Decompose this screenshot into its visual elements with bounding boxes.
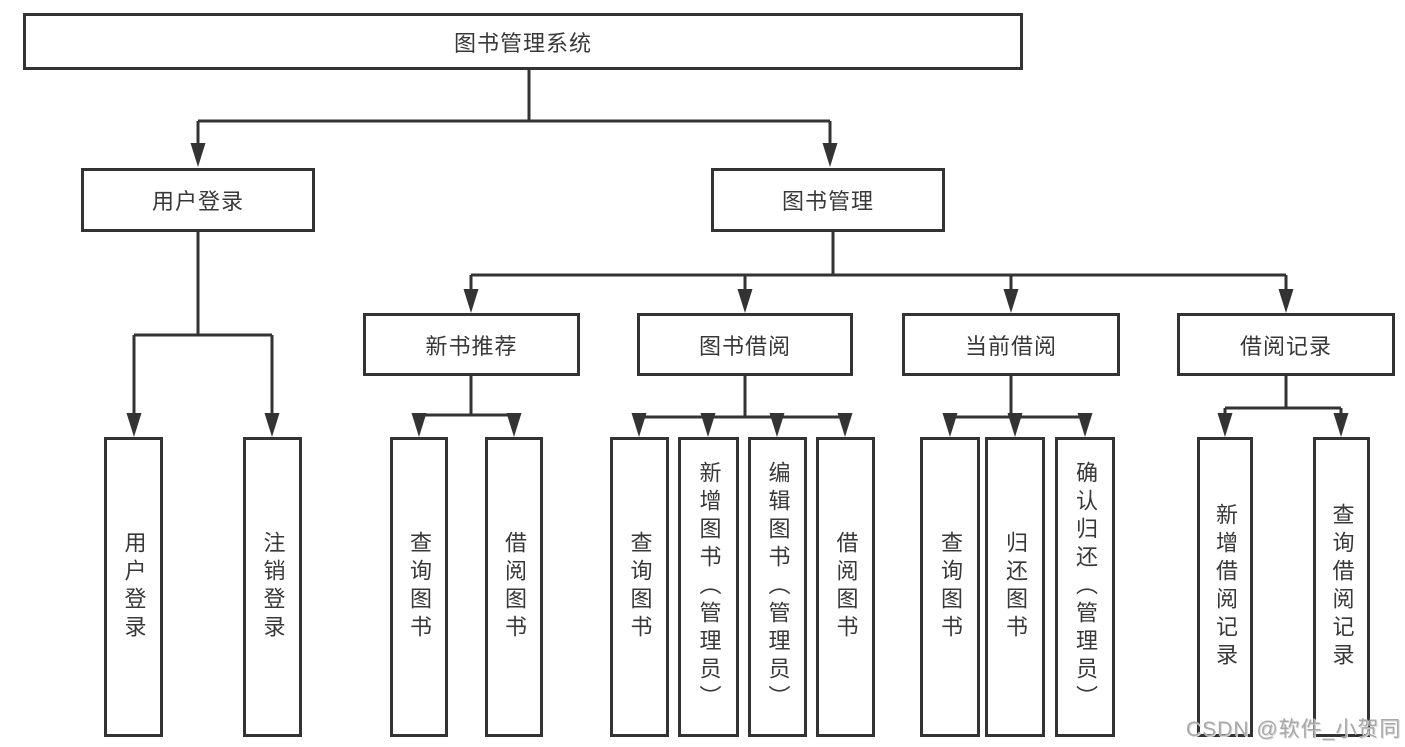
node-book-management: 图书管理 — [711, 168, 945, 232]
node-book-borrow-label: 图书借阅 — [698, 333, 791, 359]
leaf-current-confirm-return-admin-label: 确认归还（管理员） — [1073, 461, 1098, 713]
leaf-current-query-books-label: 查询图书 — [938, 531, 963, 643]
leaf-records-add-record: 新增借阅记录 — [1197, 437, 1253, 737]
leaf-current-return-books: 归还图书 — [985, 437, 1045, 737]
node-borrow-records-label: 借阅记录 — [1239, 333, 1332, 359]
node-current-borrow: 当前借阅 — [902, 313, 1120, 376]
leaf-logout: 注销登录 — [243, 437, 302, 737]
leaf-borrow-borrow-books-label: 借阅图书 — [833, 531, 859, 643]
leaf-records-query-record: 查询借阅记录 — [1313, 437, 1370, 737]
leaf-records-add-record-label: 新增借阅记录 — [1213, 503, 1238, 671]
leaf-borrow-edit-books-admin: 编辑图书（管理员） — [748, 437, 807, 737]
node-borrow-records: 借阅记录 — [1177, 313, 1395, 376]
leaf-borrow-add-books-admin-label: 新增图书（管理员） — [696, 461, 722, 713]
node-user-login-label: 用户登录 — [151, 189, 244, 214]
leaf-borrow-query-books: 查询图书 — [610, 437, 669, 737]
node-user-login: 用户登录 — [81, 168, 315, 232]
leaf-user-login-label: 用户登录 — [121, 531, 147, 643]
leaf-borrow-edit-books-admin-label: 编辑图书（管理员） — [765, 461, 791, 713]
leaf-recommend-borrow-books: 借阅图书 — [485, 437, 543, 737]
node-root-label: 图书管理系统 — [453, 30, 592, 56]
node-new-book-recommend-label: 新书推荐 — [425, 333, 518, 359]
leaf-recommend-borrow-books-label: 借阅图书 — [502, 531, 527, 643]
leaf-current-return-books-label: 归还图书 — [1003, 531, 1028, 643]
node-book-borrow: 图书借阅 — [637, 313, 853, 376]
node-current-borrow-label: 当前借阅 — [964, 333, 1057, 359]
leaf-user-login: 用户登录 — [104, 437, 163, 737]
leaf-records-query-record-label: 查询借阅记录 — [1329, 503, 1355, 671]
leaf-borrow-borrow-books: 借阅图书 — [816, 437, 875, 737]
node-new-book-recommend: 新书推荐 — [363, 313, 580, 376]
node-book-management-label: 图书管理 — [781, 189, 874, 214]
leaf-logout-label: 注销登录 — [260, 531, 286, 643]
leaf-recommend-query-books: 查询图书 — [390, 437, 448, 737]
node-root: 图书管理系统 — [23, 13, 1023, 70]
leaf-current-query-books: 查询图书 — [920, 437, 980, 737]
watermark-text: CSDN @软件_小贺同学 — [1186, 718, 1402, 741]
leaf-borrow-query-books-label: 查询图书 — [627, 531, 653, 643]
leaf-current-confirm-return-admin: 确认归还（管理员） — [1055, 437, 1115, 737]
leaf-borrow-add-books-admin: 新增图书（管理员） — [678, 437, 739, 737]
leaf-recommend-query-books-label: 查询图书 — [407, 531, 432, 643]
